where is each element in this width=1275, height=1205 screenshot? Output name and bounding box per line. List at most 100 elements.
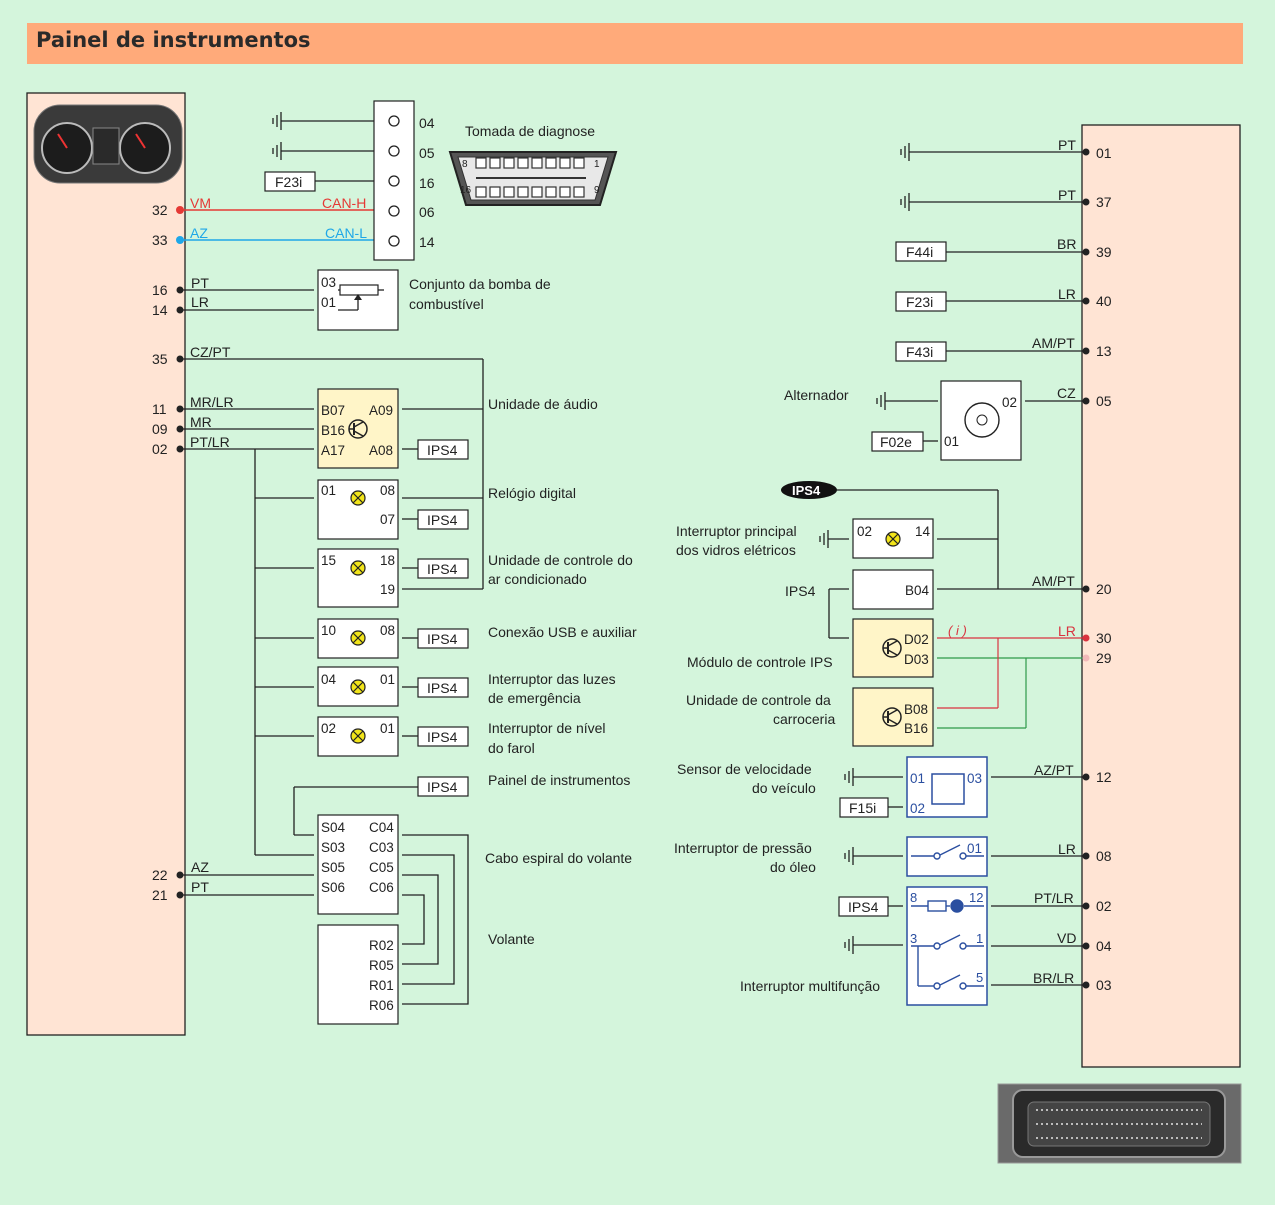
svg-text:de emergência: de emergência: [488, 690, 581, 706]
svg-text:08: 08: [1096, 848, 1112, 864]
svg-text:A08: A08: [369, 443, 393, 458]
ground-icon: [819, 529, 829, 549]
svg-text:Volante: Volante: [488, 931, 535, 947]
svg-text:01: 01: [944, 434, 959, 449]
svg-text:LR: LR: [191, 294, 209, 310]
svg-text:02: 02: [1096, 898, 1112, 914]
bcu-box: [852, 687, 934, 747]
svg-text:PT: PT: [191, 275, 209, 291]
svg-text:04: 04: [419, 115, 435, 131]
svg-text:Conexão USB e auxiliar: Conexão USB e auxiliar: [488, 624, 637, 640]
svg-text:AM/PT: AM/PT: [1032, 573, 1075, 589]
svg-text:ar condicionado: ar condicionado: [488, 571, 587, 587]
svg-text:16: 16: [460, 185, 472, 196]
svg-text:F15i: F15i: [849, 800, 876, 816]
svg-text:01: 01: [380, 672, 395, 687]
wire-az: AZ: [190, 225, 208, 241]
left-module-pins: 32 33 16 14 35 11 09 02 22 21: [152, 202, 168, 903]
svg-text:R01: R01: [369, 978, 394, 993]
pin-33: 33: [152, 232, 168, 248]
diag-label: Tomada de diagnose: [465, 123, 595, 139]
svg-text:IPS4: IPS4: [427, 512, 458, 528]
svg-text:BR/LR: BR/LR: [1033, 970, 1074, 986]
audio-unit-box: [317, 388, 399, 469]
svg-text:S03: S03: [321, 840, 345, 855]
spiral-cable-box: [317, 814, 399, 915]
svg-text:LR: LR: [1058, 841, 1076, 857]
svg-text:B16: B16: [904, 721, 928, 736]
svg-text:13: 13: [1096, 343, 1112, 359]
ground-icon: [844, 767, 854, 787]
svg-text:9: 9: [594, 185, 600, 196]
ips-module-b04-box: [852, 569, 934, 610]
svg-text:10: 10: [321, 623, 336, 638]
svg-text:PT/LR: PT/LR: [190, 434, 230, 450]
svg-text:F44i: F44i: [906, 244, 933, 260]
svg-text:Unidade de controle da: Unidade de controle da: [686, 692, 831, 708]
svg-text:03: 03: [1096, 977, 1112, 993]
ground-icon: [272, 111, 282, 131]
lamp-icon: [885, 531, 901, 547]
svg-text:PT: PT: [1058, 137, 1076, 153]
svg-text:carroceria: carroceria: [773, 711, 835, 727]
svg-text:PT: PT: [191, 879, 209, 895]
ground-icon: [272, 141, 282, 161]
svg-text:03: 03: [321, 275, 336, 290]
svg-text:04: 04: [1096, 938, 1112, 954]
svg-text:IPS4: IPS4: [785, 583, 816, 599]
svg-text:PT/LR: PT/LR: [1034, 890, 1074, 906]
svg-text:40: 40: [1096, 293, 1112, 309]
svg-text:12: 12: [1096, 769, 1112, 785]
pin-21: 21: [152, 887, 168, 903]
svg-text:IPS4: IPS4: [427, 631, 458, 647]
instrument-cluster-image: [33, 104, 183, 184]
svg-text:01: 01: [910, 771, 925, 786]
svg-text:AM/PT: AM/PT: [1032, 335, 1075, 351]
svg-text:16: 16: [419, 175, 435, 191]
svg-text:5: 5: [976, 970, 983, 985]
speed-sensor-box: [906, 756, 988, 818]
obd-connector-icon: 8 1 16 9: [448, 151, 618, 206]
svg-text:37: 37: [1096, 194, 1112, 210]
svg-text:Interruptor multifunção: Interruptor multifunção: [740, 978, 880, 994]
svg-text:05: 05: [1096, 393, 1112, 409]
ground-icon: [900, 192, 910, 212]
svg-text:02: 02: [321, 721, 336, 736]
svg-text:08: 08: [380, 623, 395, 638]
svg-text:LR: LR: [1058, 286, 1076, 302]
pin-11: 11: [152, 401, 167, 417]
svg-text:03: 03: [967, 771, 982, 786]
pin-22: 22: [152, 867, 168, 883]
svg-text:C05: C05: [369, 860, 394, 875]
svg-text:02: 02: [910, 801, 925, 816]
svg-text:Interruptor de pressão: Interruptor de pressão: [674, 840, 812, 856]
svg-text:Interruptor das luzes: Interruptor das luzes: [488, 671, 616, 687]
svg-text:01: 01: [321, 483, 336, 498]
ips4-tag: [417, 439, 469, 460]
svg-text:IPS4: IPS4: [792, 483, 821, 498]
svg-text:14: 14: [915, 524, 931, 539]
ground-icon: [844, 846, 854, 866]
svg-text:IPS4: IPS4: [427, 729, 458, 745]
svg-text:15: 15: [321, 553, 336, 568]
svg-text:LR: LR: [1058, 623, 1076, 639]
left-module: [26, 92, 186, 1036]
ground-icon: [844, 935, 854, 955]
svg-text:1: 1: [594, 159, 600, 170]
svg-text:8: 8: [462, 159, 468, 170]
svg-text:IPS4: IPS4: [427, 680, 458, 696]
pin-09: 09: [152, 421, 168, 437]
svg-text:A17: A17: [321, 443, 345, 458]
svg-text:39: 39: [1096, 244, 1112, 260]
svg-text:Alternador: Alternador: [784, 387, 849, 403]
svg-text:Interruptor principal: Interruptor principal: [676, 523, 797, 539]
svg-text:Cabo espiral do volante: Cabo espiral do volante: [485, 850, 632, 866]
pin-02: 02: [152, 441, 168, 457]
svg-text:05: 05: [419, 145, 435, 161]
svg-text:MR: MR: [190, 414, 212, 430]
wire-vm: VM: [190, 195, 211, 211]
svg-text:R06: R06: [369, 998, 394, 1013]
svg-text:F23i: F23i: [275, 174, 302, 190]
lamp-icon: [350, 728, 366, 744]
